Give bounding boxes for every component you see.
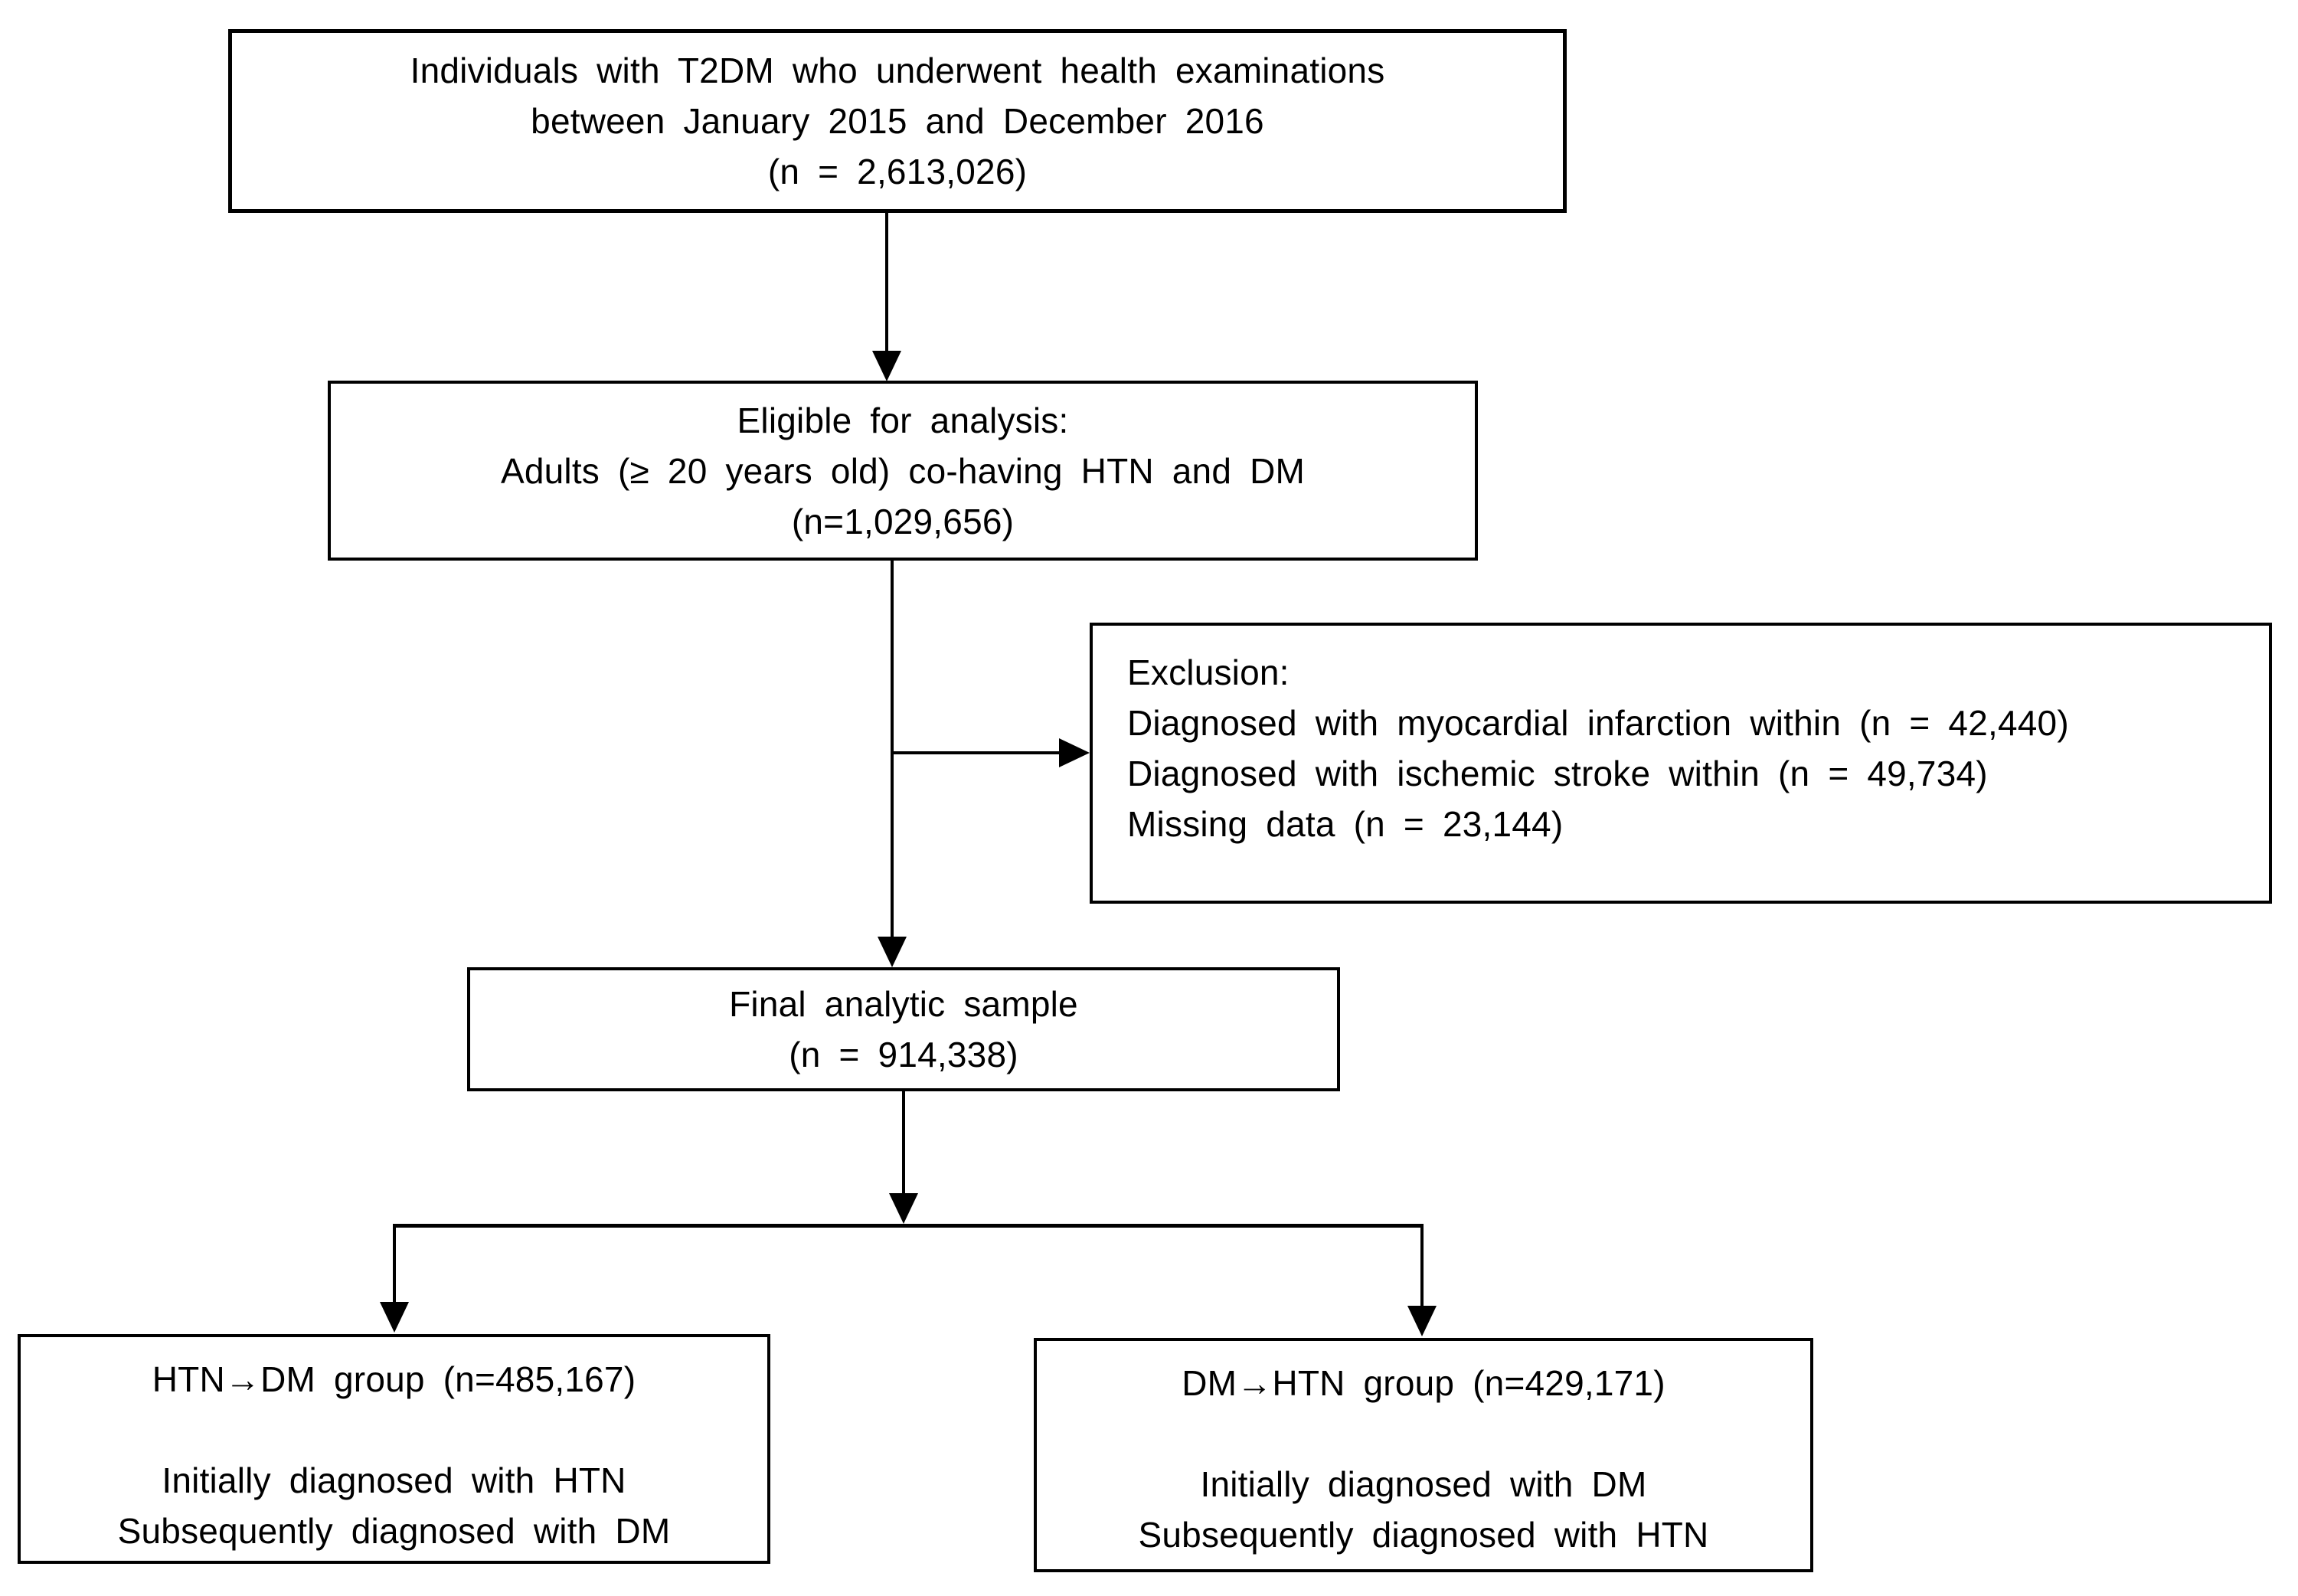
exclusion-item-stroke: Diagnosed with ischemic stroke within (n… — [1127, 754, 1988, 793]
arrow-right-head-exclusion-icon — [1059, 738, 1090, 767]
population-box: Individuals with T2DM who underwent heal… — [228, 29, 1567, 213]
htn-dm-group-box: HTN→DM group (n=485,167) Initially diagn… — [18, 1334, 770, 1564]
eligible-count: (n=1,029,656) — [791, 501, 1015, 541]
final-sample-count: (n = 914,338) — [789, 1035, 1018, 1074]
eligible-box: Eligible for analysis: Adults (≥ 20 year… — [328, 381, 1478, 561]
exclusion-item-mi: Diagnosed with myocardial infarction wit… — [1127, 703, 2069, 743]
dm-htn-group-title: DM→HTN group (n=429,171) — [1182, 1363, 1665, 1403]
dm-htn-group-line-1: Initially diagnosed with DM — [1200, 1464, 1647, 1504]
arrow-down-head-final-icon — [878, 937, 907, 967]
arrow-down-head-htn-dm-icon — [380, 1302, 409, 1333]
connector-split-to-dm-htn — [1420, 1225, 1424, 1308]
connector-final-to-split — [902, 1091, 905, 1196]
population-line-1: Individuals with T2DM who underwent heal… — [410, 51, 1385, 90]
htn-dm-group-line-2: Subsequently diagnosed with DM — [117, 1511, 671, 1551]
population-line-2: between January 2015 and December 2016 — [531, 101, 1264, 141]
htn-dm-group-title: HTN→DM group (n=485,167) — [152, 1359, 636, 1399]
arrow-down-head-eligible-icon — [872, 351, 901, 381]
split-bar — [393, 1224, 1424, 1228]
eligible-line-2: Adults (≥ 20 years old) co-having HTN an… — [500, 450, 1306, 491]
htn-dm-group-line-1: Initially diagnosed with HTN — [162, 1460, 626, 1500]
exclusion-box: Exclusion: Diagnosed with myocardial inf… — [1090, 623, 2272, 904]
final-sample-box: Final analytic sample (n = 914,338) — [467, 967, 1340, 1091]
arrow-down-head-dm-htn-icon — [1407, 1306, 1437, 1336]
connector-split-to-htn-dm — [393, 1225, 396, 1305]
eligible-line-1: Eligible for analysis: — [737, 400, 1069, 440]
connector-population-to-eligible — [885, 213, 888, 355]
final-sample-line-1: Final analytic sample — [729, 984, 1078, 1024]
dm-htn-group-box: DM→HTN group (n=429,171) Initially diagn… — [1034, 1338, 1813, 1572]
connector-eligible-to-final — [891, 561, 894, 940]
connector-to-exclusion — [892, 751, 1062, 754]
exclusion-item-missing: Missing data (n = 23,144) — [1127, 804, 1564, 844]
population-count: (n = 2,613,026) — [767, 152, 1028, 191]
dm-htn-group-line-2: Subsequently diagnosed with HTN — [1138, 1515, 1709, 1555]
exclusion-title: Exclusion: — [1127, 652, 1290, 692]
arrow-down-head-split-icon — [889, 1193, 918, 1224]
